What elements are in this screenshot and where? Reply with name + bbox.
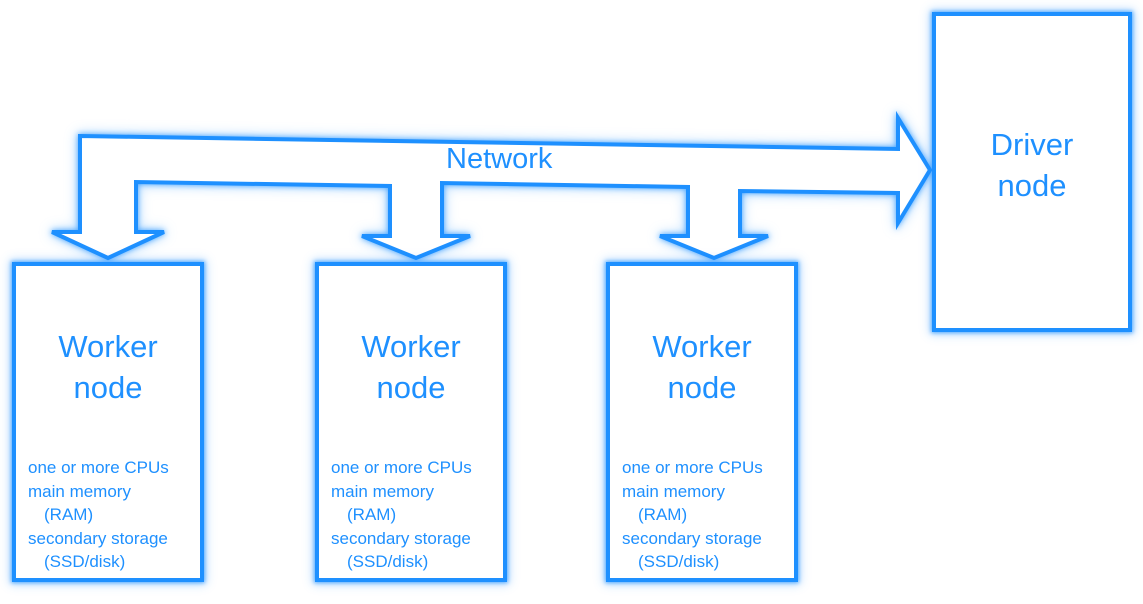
- network-arrow-shape: [51, 110, 933, 261]
- spec-ssd-disk: (SSD/disk): [347, 552, 429, 571]
- worker-node-title: Worker node: [610, 326, 794, 408]
- spec-main-memory: main memory: [331, 481, 434, 501]
- worker-title-line1: Worker: [58, 329, 158, 364]
- spec-cpus: one or more CPUs: [28, 458, 169, 477]
- driver-node-title: Driver node: [936, 124, 1128, 206]
- spec-secondary-storage: secondary storage: [622, 528, 762, 548]
- spec-ssd-disk: (SSD/disk): [638, 552, 720, 571]
- worker-title-line2: node: [667, 370, 737, 405]
- worker-node-2: Worker node one or more CPUs main memory…: [315, 262, 507, 582]
- spec-secondary-storage: secondary storage: [331, 528, 471, 548]
- spec-ram: (RAM): [347, 505, 397, 524]
- worker-title-line2: node: [73, 370, 143, 405]
- spec-cpus: one or more CPUs: [622, 458, 763, 477]
- spec-ram: (RAM): [44, 505, 94, 524]
- spec-secondary-storage: secondary storage: [28, 528, 168, 548]
- driver-title-line1: Driver: [990, 127, 1074, 162]
- worker-node-title: Worker node: [319, 326, 503, 408]
- worker-node-3: Worker node one or more CPUs main memory…: [606, 262, 798, 582]
- spec-main-memory: main memory: [28, 481, 131, 501]
- spec-cpus: one or more CPUs: [331, 458, 472, 477]
- worker-specs: one or more CPUs main memory (RAM) secon…: [28, 456, 169, 574]
- worker-title-line2: node: [376, 370, 446, 405]
- worker-specs: one or more CPUs main memory (RAM) secon…: [331, 456, 472, 574]
- worker-title-line1: Worker: [361, 329, 461, 364]
- driver-title-line2: node: [997, 168, 1067, 203]
- network-label: Network: [446, 143, 553, 175]
- driver-node: Driver node: [932, 12, 1132, 332]
- spec-ram: (RAM): [638, 505, 688, 524]
- worker-node-title: Worker node: [16, 326, 200, 408]
- worker-specs: one or more CPUs main memory (RAM) secon…: [622, 456, 763, 574]
- worker-node-1: Worker node one or more CPUs main memory…: [12, 262, 204, 582]
- spec-ssd-disk: (SSD/disk): [44, 552, 126, 571]
- worker-title-line1: Worker: [652, 329, 752, 364]
- spec-main-memory: main memory: [622, 481, 725, 501]
